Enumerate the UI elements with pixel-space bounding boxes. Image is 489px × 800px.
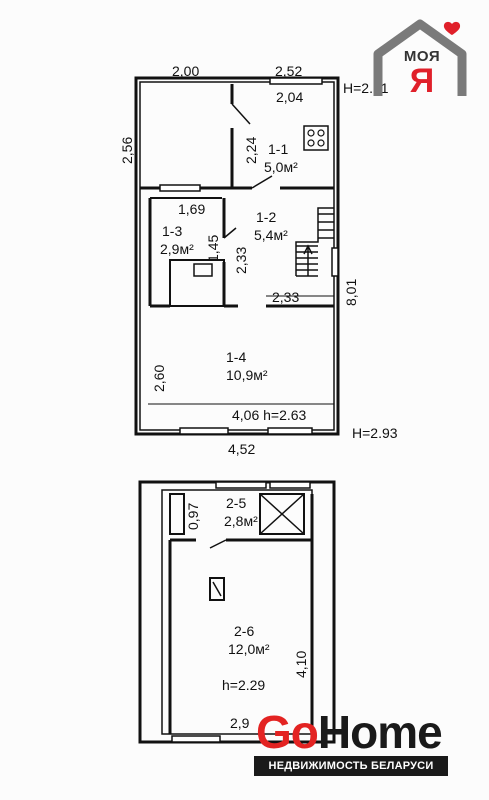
dim-hall-wall: 2,33 — [233, 247, 249, 274]
dim-bath-wall: 1,45 — [205, 235, 221, 262]
floor1-plan — [134, 76, 340, 436]
window-top — [269, 77, 323, 85]
logo-word-moya: МОЯ — [403, 48, 441, 65]
room-1-3-area: 2,9м² — [160, 241, 194, 257]
window-floor2-top — [215, 481, 267, 489]
room-1-4-id: 1-4 — [226, 349, 246, 365]
window-bottom-left — [179, 427, 229, 435]
stair-opening — [259, 493, 305, 535]
dim-closet-width: 0,97 — [185, 503, 201, 530]
room-1-2-id: 1-2 — [256, 209, 276, 225]
brand-go: Go — [256, 706, 319, 758]
moya-logo: МОЯ Я — [372, 18, 468, 104]
room-2-5-id: 2-5 — [226, 495, 246, 511]
room-1-1-area: 5,0м² — [264, 159, 298, 175]
floor1-labels: 2,00 2,52 2,04 H=2.31 2,56 2,24 1-1 5,0м… — [119, 63, 398, 457]
room-1-2-area: 5,4м² — [254, 227, 288, 243]
height-inner: h=2.29 — [222, 677, 265, 693]
gohome-tagline: НЕДВИЖИМОСТЬ БЕЛАРУСИ — [254, 756, 448, 776]
height-mark-side: H=2.93 — [352, 425, 398, 441]
dim-right-total: 8,01 — [343, 279, 359, 306]
dim-right-wall: 4,10 — [293, 651, 309, 678]
room-1-3-id: 1-3 — [162, 223, 182, 239]
window-bottom-right — [267, 427, 313, 435]
dim-main-bottom-inner: 4,06 h=2.63 — [232, 407, 307, 423]
house-roof-icon — [373, 19, 467, 96]
dim-hall-bottom: 2,33 — [272, 289, 299, 305]
dim-bottom-total: 4,52 — [228, 441, 255, 457]
dim-bottom-inner: 2,9 — [230, 715, 250, 731]
logo-letter-ya: Я — [409, 62, 435, 100]
floor2-labels: 0,97 2-5 2,8м² 2-6 12,0м² h=2.29 4,10 2,… — [185, 495, 309, 731]
floor2-plan — [138, 480, 336, 744]
dim-top-left: 2,00 — [172, 63, 199, 79]
dim-bath-width: 1,69 — [178, 201, 205, 217]
dim-top-right: 2,52 — [275, 63, 302, 79]
room-1-1-id: 1-1 — [268, 141, 288, 157]
closet — [169, 493, 185, 535]
chimney — [209, 577, 225, 601]
kitchen-stove-icon — [303, 125, 329, 151]
dim-left-upper: 2,56 — [119, 137, 135, 164]
window-right — [331, 247, 339, 277]
heart-icon — [443, 21, 461, 35]
room-1-4-area: 10,9м² — [226, 367, 268, 383]
gohome-logo: GoHome НЕДВИЖИМОСТЬ БЕЛАРУСИ — [254, 706, 450, 776]
dim-main-left: 2,60 — [151, 365, 167, 392]
gohome-brand: GoHome — [256, 706, 443, 758]
room-2-5-area: 2,8м² — [224, 513, 258, 529]
dim-kitchen-wall: 2,24 — [243, 137, 259, 164]
room-2-6-id: 2-6 — [234, 623, 254, 639]
window-mid — [159, 184, 201, 192]
dim-top-inner: 2,04 — [276, 89, 303, 105]
window-floor2-bottom — [171, 735, 221, 743]
brand-home: Home — [317, 706, 443, 758]
room-2-6-area: 12,0м² — [228, 641, 270, 657]
staircase — [295, 207, 334, 277]
stove-block — [169, 259, 225, 307]
